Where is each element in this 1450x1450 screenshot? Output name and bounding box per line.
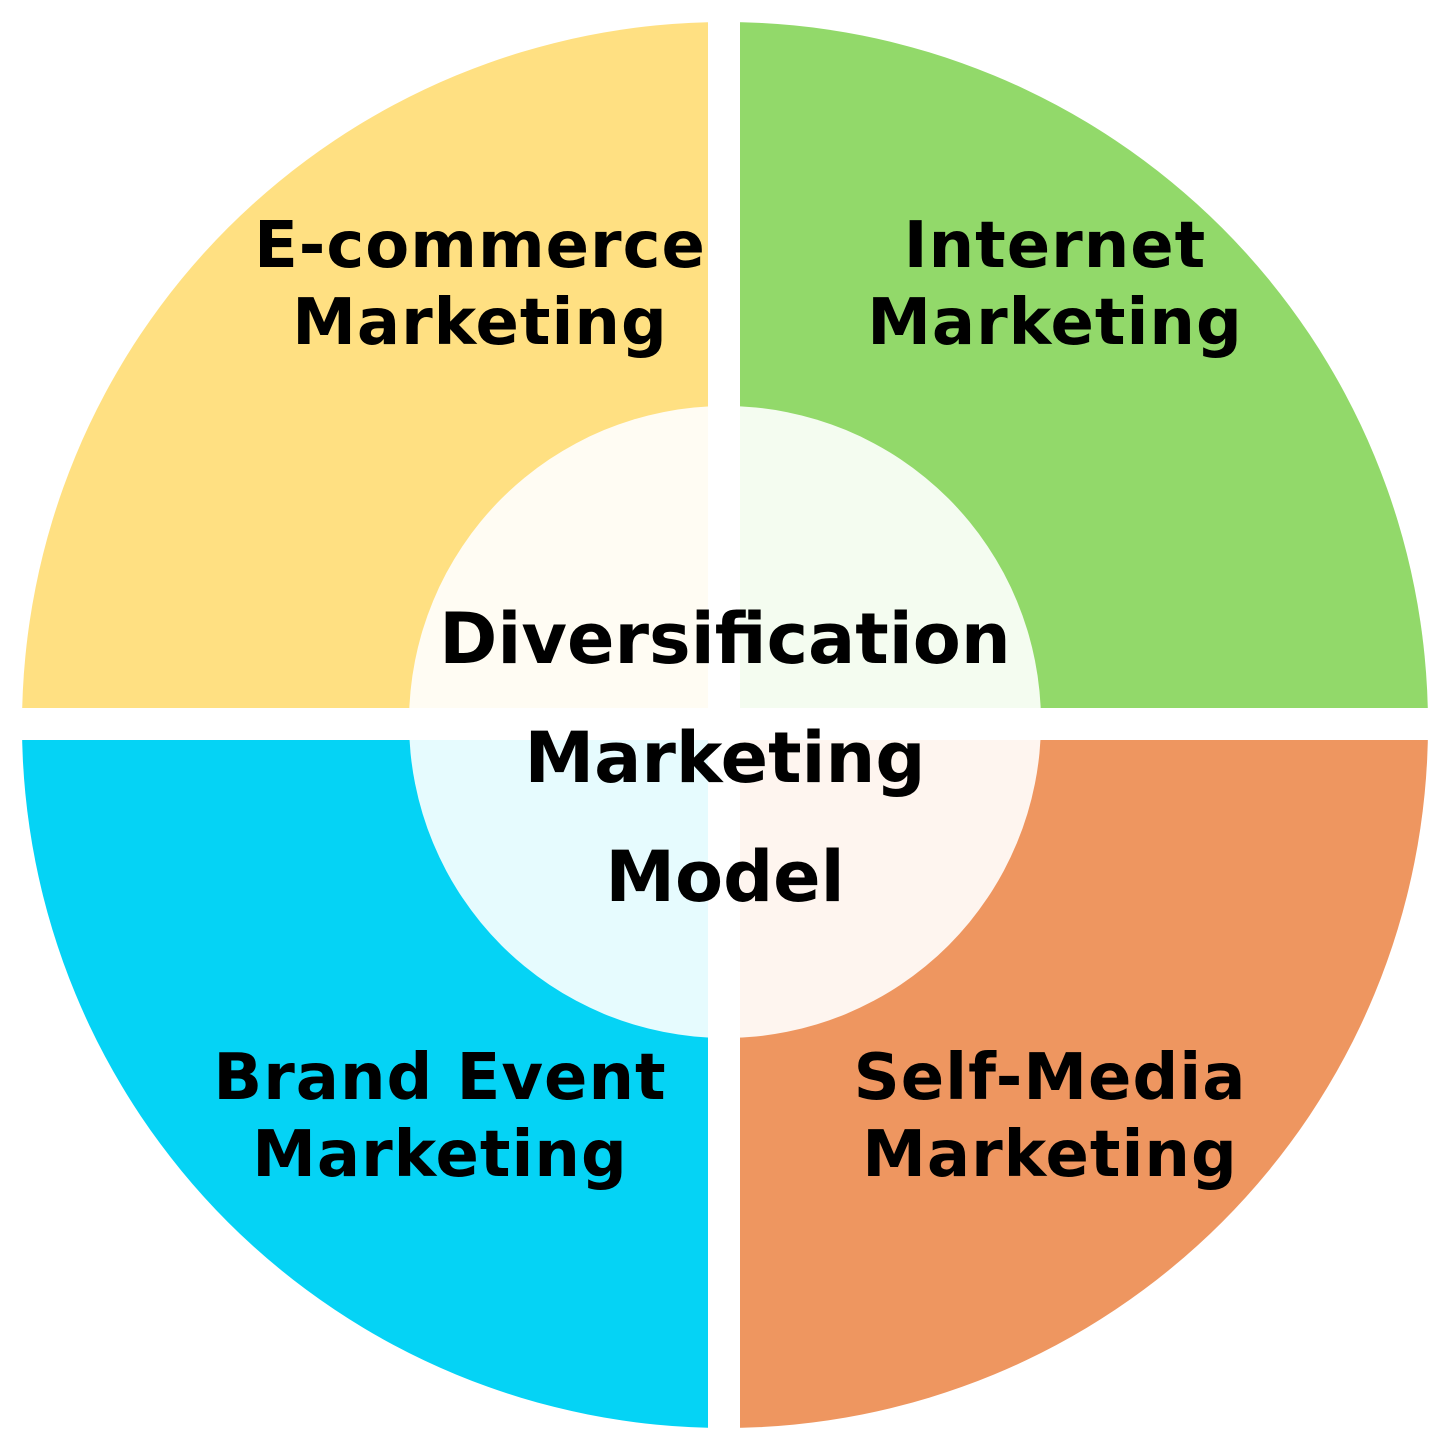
center-line3: Model: [605, 836, 845, 918]
ecommerce-line2: Marketing: [292, 285, 668, 360]
quadrant-label-brand-event: Brand Event Marketing: [190, 1040, 690, 1194]
self-media-line1: Self-Media: [853, 1041, 1247, 1115]
center-label: Diversification Marketing Model: [425, 580, 1025, 937]
self-media-line2: Marketing: [862, 1117, 1238, 1192]
horizontal-divider: [0, 708, 1450, 740]
internet-line2: Marketing: [867, 285, 1243, 360]
center-line1: Diversification: [439, 598, 1011, 680]
internet-line1: Internet: [903, 209, 1207, 283]
center-line2: Marketing: [524, 717, 926, 799]
brand-event-line2: Marketing: [252, 1117, 628, 1192]
ecommerce-line1: E-commerce: [254, 209, 706, 283]
quadrant-label-ecommerce: E-commerce Marketing: [230, 208, 730, 362]
quadrant-label-internet: Internet Marketing: [820, 208, 1290, 362]
brand-event-line1: Brand Event: [213, 1041, 667, 1115]
quadrant-label-self-media: Self-Media Marketing: [810, 1040, 1290, 1194]
